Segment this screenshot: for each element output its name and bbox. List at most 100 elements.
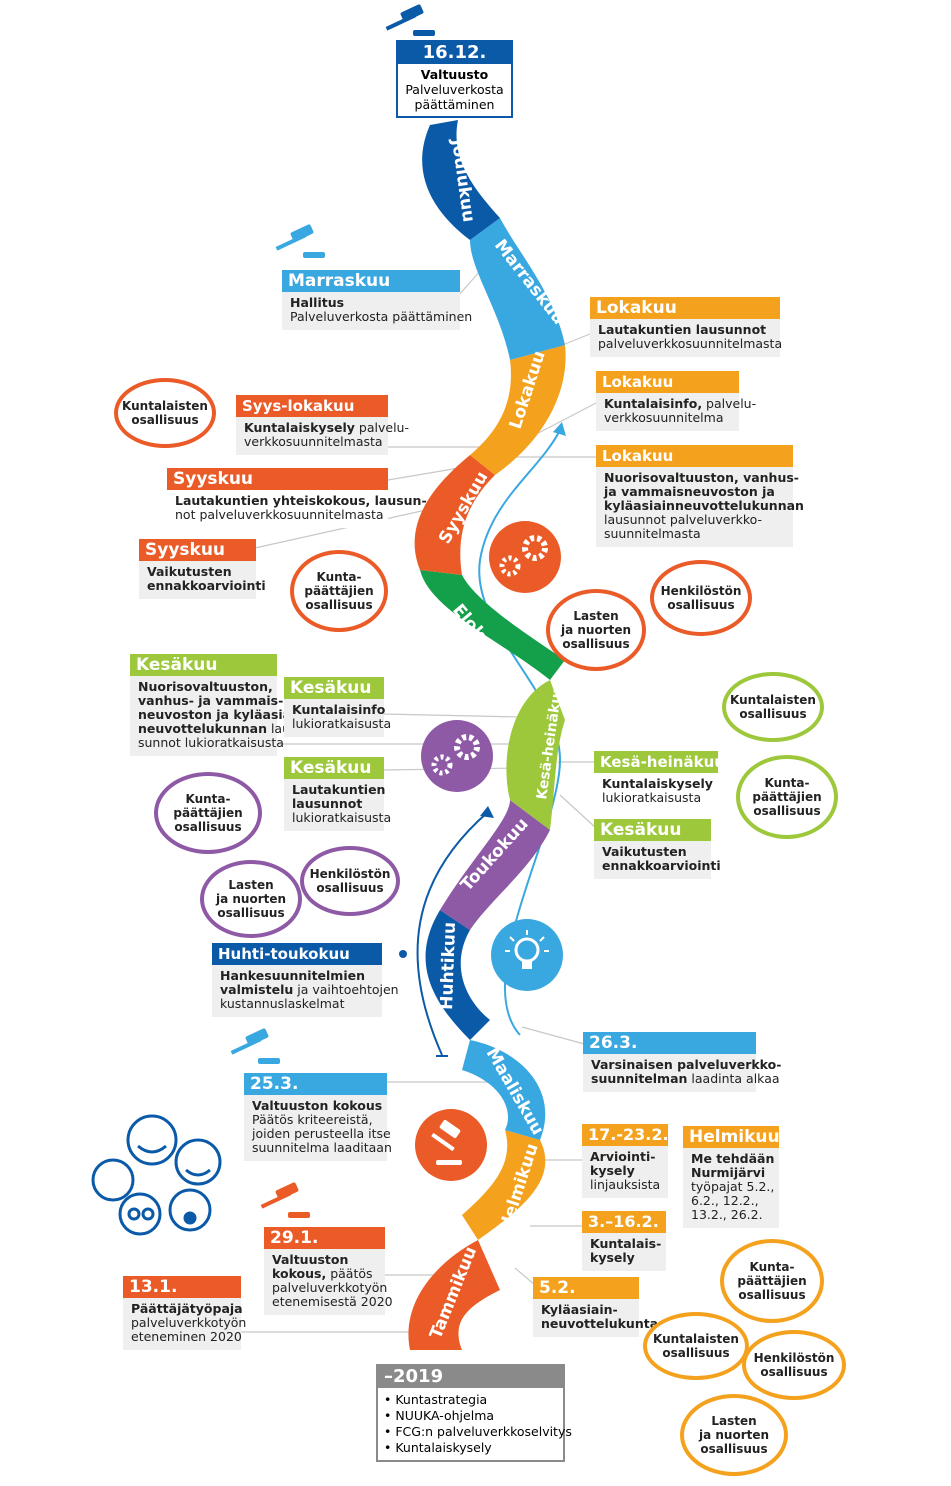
card-text: palvelu- xyxy=(702,396,757,411)
card-bold: Kuntalaisinfo, xyxy=(604,396,703,411)
timeline-road xyxy=(408,120,566,1350)
bubble-line: Kuntalaisten xyxy=(122,399,208,413)
card-text: ja vaihtoehtojen xyxy=(293,982,399,997)
card-2019: –2019 • Kuntastrategia • NUUKA-ohjelma •… xyxy=(376,1364,572,1462)
card-17-23-2: 17.-23.2. Arviointi- kysely linjauksista xyxy=(582,1124,669,1198)
card-line: sunnot lukioratkaisusta xyxy=(138,735,284,750)
bubble-line: Kunta- xyxy=(185,792,231,806)
card-line: lukioratkaisusta xyxy=(292,810,392,825)
card-bold: valmistelu xyxy=(220,982,294,997)
card-line: kyläasiainneuvottelukunnan xyxy=(604,498,804,513)
bubble-line: Henkilöstön xyxy=(309,867,391,881)
bubble-line: osallisuus xyxy=(667,598,735,612)
card-line: Lautakuntien lausunnot xyxy=(598,322,767,337)
card-header: –2019 xyxy=(378,1366,563,1388)
bubble-line: Kunta- xyxy=(749,1260,795,1274)
card-lokakuu-3: Lokakuu Nuorisovaltuuston, vanhus- ja va… xyxy=(596,445,804,547)
card-line: kysely xyxy=(590,1163,635,1178)
month-year-2020: 2020 xyxy=(477,1292,512,1346)
card-line: ja vammaisneuvoston ja xyxy=(604,484,775,499)
bubble-line: osallisuus xyxy=(700,1442,768,1456)
card-text: laadinta alkaa xyxy=(687,1071,780,1086)
bubble-line: ja nuorten xyxy=(560,623,632,637)
card-line: Nuorisovaltuuston, xyxy=(138,679,273,694)
card-line: Hankesuunnitelmien xyxy=(220,968,365,983)
gavel-icon xyxy=(275,224,325,258)
list-item: • Kuntalaiskysely xyxy=(384,1440,492,1455)
card-line: eteneminen 2020 xyxy=(131,1329,242,1344)
card-25-3: 25.3. Valtuuston kokous Päätös kriteerei… xyxy=(244,1073,392,1161)
card-bold: kokous, xyxy=(272,1266,327,1281)
bubble-line: Henkilöstön xyxy=(660,584,742,598)
card-lokakuu-1: Lokakuu Lautakuntien lausunnot palveluve… xyxy=(590,297,782,357)
bubble-line: osallisuus xyxy=(562,637,630,651)
bubble-line: Lasten xyxy=(711,1414,757,1428)
card-line: neuvoston ja kyläasian xyxy=(138,707,301,722)
card-line: Valtuuston kokous xyxy=(252,1098,383,1113)
card-header: Helmikuu xyxy=(683,1126,780,1148)
card-line: Kyläasiain- xyxy=(541,1302,618,1317)
card-line: Päätös kriteereistä, xyxy=(252,1112,373,1127)
card-line: verkkosuunnitelmasta xyxy=(244,434,383,449)
card-marraskuu: Marraskuu Hallitus Palveluverkosta päätt… xyxy=(282,270,473,330)
bubble-line: Kunta- xyxy=(764,776,810,790)
card-header: Kesä-heinäkuu xyxy=(594,751,725,773)
card-line: lukioratkaisusta xyxy=(292,716,392,731)
card-line: Me tehdään xyxy=(691,1151,775,1166)
card-line: Lautakuntien xyxy=(292,782,386,797)
card-line: not palveluverkkosuunnitelmasta xyxy=(175,507,384,522)
card-line: Palveluverkosta päättäminen xyxy=(290,309,473,324)
card-header: 26.3. xyxy=(583,1032,756,1054)
bubble-line: Lasten xyxy=(573,609,619,623)
card-16-12: 16.12. Valtuusto Palveluverkosta päättäm… xyxy=(396,40,513,118)
lightbulb-icon xyxy=(491,919,563,991)
bubble-line: osallisuus xyxy=(316,881,384,895)
bubble-line: Kunta- xyxy=(316,570,362,584)
card-line: Nurmijärvi xyxy=(691,1165,766,1180)
card-lokakuu-2: Lokakuu Kuntalaisinfo, palvelu- verkkosu… xyxy=(596,371,756,431)
bubble-line: osallisuus xyxy=(217,906,285,920)
bubble-line: osallisuus xyxy=(305,598,373,612)
gavel-icon xyxy=(260,1182,310,1218)
card-syyskuu-2: Syyskuu Vaikutusten ennakkoarviointi xyxy=(139,539,266,599)
bubble-line: osallisuus xyxy=(753,804,821,818)
card-line: vanhus- ja vammais- xyxy=(138,693,284,708)
gears-icon xyxy=(421,720,493,792)
card-line: Palveluverkosta xyxy=(405,82,504,97)
gears-icon xyxy=(489,521,561,593)
card-syys-lokakuu: Syys-lokakuu Kuntalaiskysely palvelu- ve… xyxy=(236,395,409,455)
list-item: • FCG:n palveluverkkoselvitys xyxy=(384,1424,572,1439)
card-kesakuu-4: Kesäkuu Vaikutusten ennakkoarviointi xyxy=(594,819,721,879)
card-line: Päättäjätyöpaja xyxy=(131,1301,243,1316)
card-header: Huhti-toukokuu xyxy=(212,943,382,965)
bubble-line: Lasten xyxy=(228,878,274,892)
card-13-1: 13.1. Päättäjätyöpaja palveluverkkotyön … xyxy=(123,1276,246,1350)
bubble-line: Kuntalaisten xyxy=(730,693,816,707)
card-line: työpajat 5.2., xyxy=(691,1179,775,1194)
card-line: ennakkoarviointi xyxy=(602,858,721,873)
bubble-line: osallisuus xyxy=(131,413,199,427)
card-header: 13.1. xyxy=(123,1276,241,1298)
people-faces-icon xyxy=(91,1114,222,1236)
card-line: Nuorisovaltuuston, vanhus- xyxy=(604,470,799,485)
card-header: Marraskuu xyxy=(282,270,460,292)
bubble-line: päättäjien xyxy=(737,1274,807,1288)
card-line: lausunnot xyxy=(292,796,363,811)
card-line: Kuntalaiskysely xyxy=(602,776,713,791)
card-syyskuu-1: Syyskuu Lautakuntien yhteiskokous, lausu… xyxy=(167,468,427,528)
card-line: kustannuslaskelmat xyxy=(220,996,345,1011)
card-line: Kuntalaisinfo xyxy=(292,702,386,717)
list-item: • NUUKA-ohjelma xyxy=(384,1408,495,1423)
card-helmikuu: Helmikuu Me tehdään Nurmijärvi työpajat … xyxy=(683,1126,780,1228)
card-text: päätös xyxy=(326,1266,373,1281)
card-header: 25.3. xyxy=(244,1073,387,1095)
card-header: Kesäkuu xyxy=(284,677,384,699)
bubble-line: Henkilöstön xyxy=(753,1351,835,1365)
